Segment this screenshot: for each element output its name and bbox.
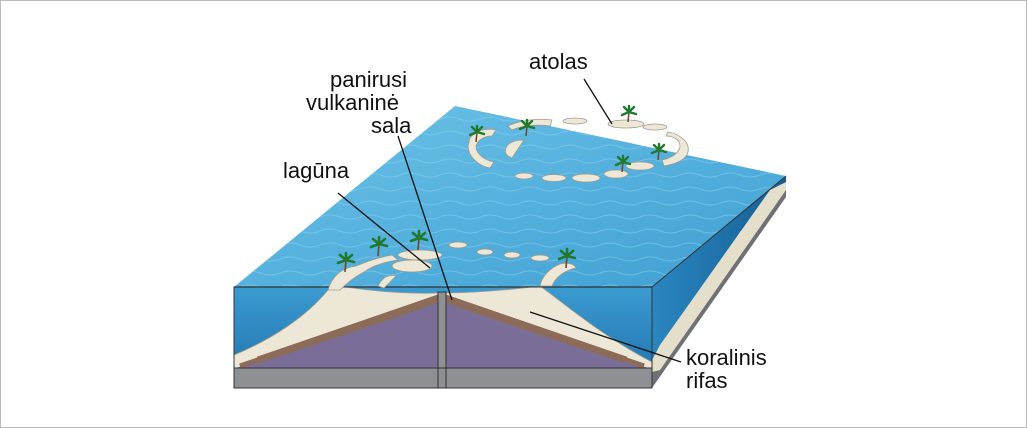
atoll-ring (467, 117, 689, 183)
label-sunken-island-line3: sala (371, 113, 412, 138)
palm-trees (336, 104, 668, 273)
leader-line-reef (529, 311, 682, 363)
label-reef-line1: koralinis (686, 345, 767, 370)
water-top-ripples (234, 106, 786, 287)
label-lagoon: lagūna (283, 158, 350, 183)
label-reef-line2: rifas (686, 368, 728, 393)
label-atoll: atolas (529, 49, 588, 74)
label-sunken-island-line1: panirusi (330, 67, 408, 92)
reef-slope-right (652, 182, 786, 372)
fringing-reef-ring (327, 241, 577, 291)
label-sunken-island-line2: vulkaninė (306, 90, 399, 115)
leader-line-atoll (583, 78, 613, 125)
leader-line-lagoon (337, 192, 431, 269)
leader-line-sunken-island (397, 135, 453, 301)
volcanic-conduit (437, 291, 447, 388)
